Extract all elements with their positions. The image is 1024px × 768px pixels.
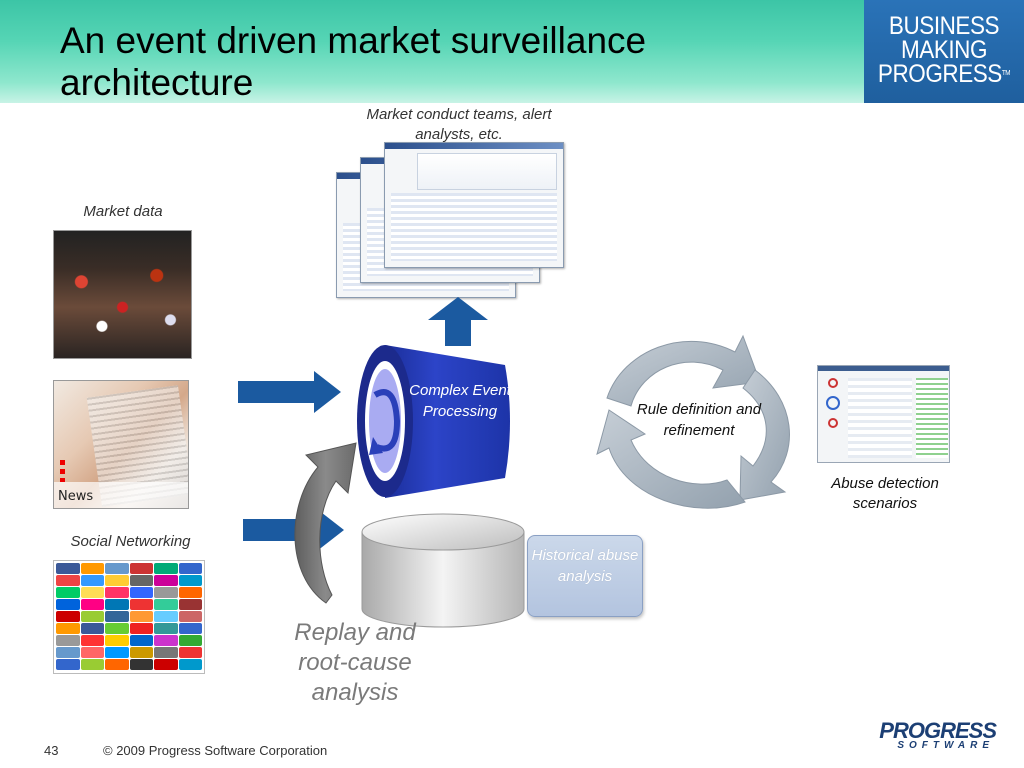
abuse-scenario-screenshot	[817, 365, 950, 463]
copyright: © 2009 Progress Software Corporation	[103, 743, 328, 758]
social-caption: Social Networking	[70, 533, 191, 550]
arrow-up	[445, 318, 471, 346]
replay-label: Replay and root-cause analysis	[294, 619, 416, 706]
news-dots-icon	[60, 460, 65, 482]
header-band	[0, 0, 864, 103]
social-logo	[178, 659, 202, 670]
replay-curved-arrow	[294, 442, 357, 604]
social-logo	[129, 611, 153, 622]
social-logo	[80, 599, 104, 610]
rule-definition-label: Rule definition and refinement	[636, 401, 762, 439]
social-logo	[154, 611, 178, 622]
social-logo	[105, 647, 129, 658]
social-logo	[129, 635, 153, 646]
social-logo	[105, 563, 129, 574]
progress-logo-sub: SOFTWARE	[897, 740, 994, 751]
social-logo	[154, 587, 178, 598]
social-logo	[129, 599, 153, 610]
market-data-photo	[53, 230, 192, 359]
social-logo	[178, 599, 202, 610]
progress-logo-word: PROGRESS	[879, 718, 997, 743]
social-logo	[178, 587, 202, 598]
social-logo	[56, 623, 80, 634]
cep-label: Complex Event Processing	[409, 382, 511, 420]
social-logo	[80, 575, 104, 586]
brand-line-3: PROGRESSTM	[872, 60, 1016, 88]
database-cylinder	[361, 513, 525, 628]
social-logos-collage	[53, 560, 205, 674]
social-logo	[129, 659, 153, 670]
social-logo	[105, 659, 129, 670]
screenshot-front	[384, 142, 564, 268]
abuse-caption: Abuse detection scenarios	[831, 475, 939, 512]
brand-trademark: TM	[1001, 70, 1011, 77]
social-logo	[178, 563, 202, 574]
social-logo	[129, 623, 153, 634]
page-number: 43	[44, 743, 59, 758]
social-logo	[129, 575, 153, 586]
brand-line-3-text: PROGRESS	[877, 60, 1002, 88]
flow-diagram	[822, 378, 844, 456]
social-logo	[129, 563, 153, 574]
brand-line-2: MAKING	[900, 36, 988, 64]
social-logo	[154, 623, 178, 634]
social-logo	[80, 611, 104, 622]
arrow-news-head	[314, 371, 341, 413]
social-logo	[80, 587, 104, 598]
social-logo	[105, 635, 129, 646]
social-logo	[56, 647, 80, 658]
social-logo	[105, 623, 129, 634]
social-logo	[154, 647, 178, 658]
social-logo	[154, 575, 178, 586]
brand-logo-panel: BUSINESS MAKING PROGRESSTM	[864, 0, 1024, 103]
slide-title: An event driven market surveillance arch…	[60, 20, 647, 103]
cep-engine-cylinder	[357, 345, 510, 498]
social-logo	[105, 575, 129, 586]
window-titlebar	[818, 366, 949, 371]
social-logo	[154, 563, 178, 574]
social-logo	[80, 623, 104, 634]
social-logo	[56, 611, 80, 622]
news-label: News	[58, 489, 94, 504]
news-photo: News	[53, 380, 189, 509]
arrow-news-to-cep	[238, 381, 316, 403]
social-logo	[80, 647, 104, 658]
social-logo	[154, 599, 178, 610]
top-caption: Market conduct teams, alert analysts, et…	[366, 106, 552, 143]
brand-line-1: BUSINESS	[888, 12, 1000, 40]
social-logo	[56, 599, 80, 610]
social-logo	[178, 611, 202, 622]
social-logo	[105, 611, 129, 622]
social-logo	[56, 635, 80, 646]
social-logo	[56, 587, 80, 598]
social-logo	[178, 623, 202, 634]
social-logo	[129, 587, 153, 598]
arrow-up-head	[428, 297, 488, 320]
social-logo	[105, 599, 129, 610]
news-bar	[54, 482, 188, 508]
brand-tagline: BUSINESS MAKING PROGRESSTM	[872, 12, 1016, 88]
historical-abuse-label: Historical abuse analysis	[531, 547, 639, 585]
social-logo	[154, 659, 178, 670]
social-logo	[80, 563, 104, 574]
scenario-grid	[916, 378, 948, 458]
social-logo	[80, 635, 104, 646]
social-logo	[56, 563, 80, 574]
social-logo	[105, 587, 129, 598]
market-data-caption: Market data	[83, 203, 163, 220]
social-logo	[56, 659, 80, 670]
social-logo	[154, 635, 178, 646]
social-logo	[178, 635, 202, 646]
social-logo	[129, 647, 153, 658]
refinement-cycle-arrows	[596, 334, 790, 509]
social-logo	[178, 575, 202, 586]
social-logo	[80, 659, 104, 670]
social-logo	[178, 647, 202, 658]
historical-abuse-box	[527, 535, 643, 617]
scenario-list	[848, 378, 912, 458]
social-logo	[56, 575, 80, 586]
